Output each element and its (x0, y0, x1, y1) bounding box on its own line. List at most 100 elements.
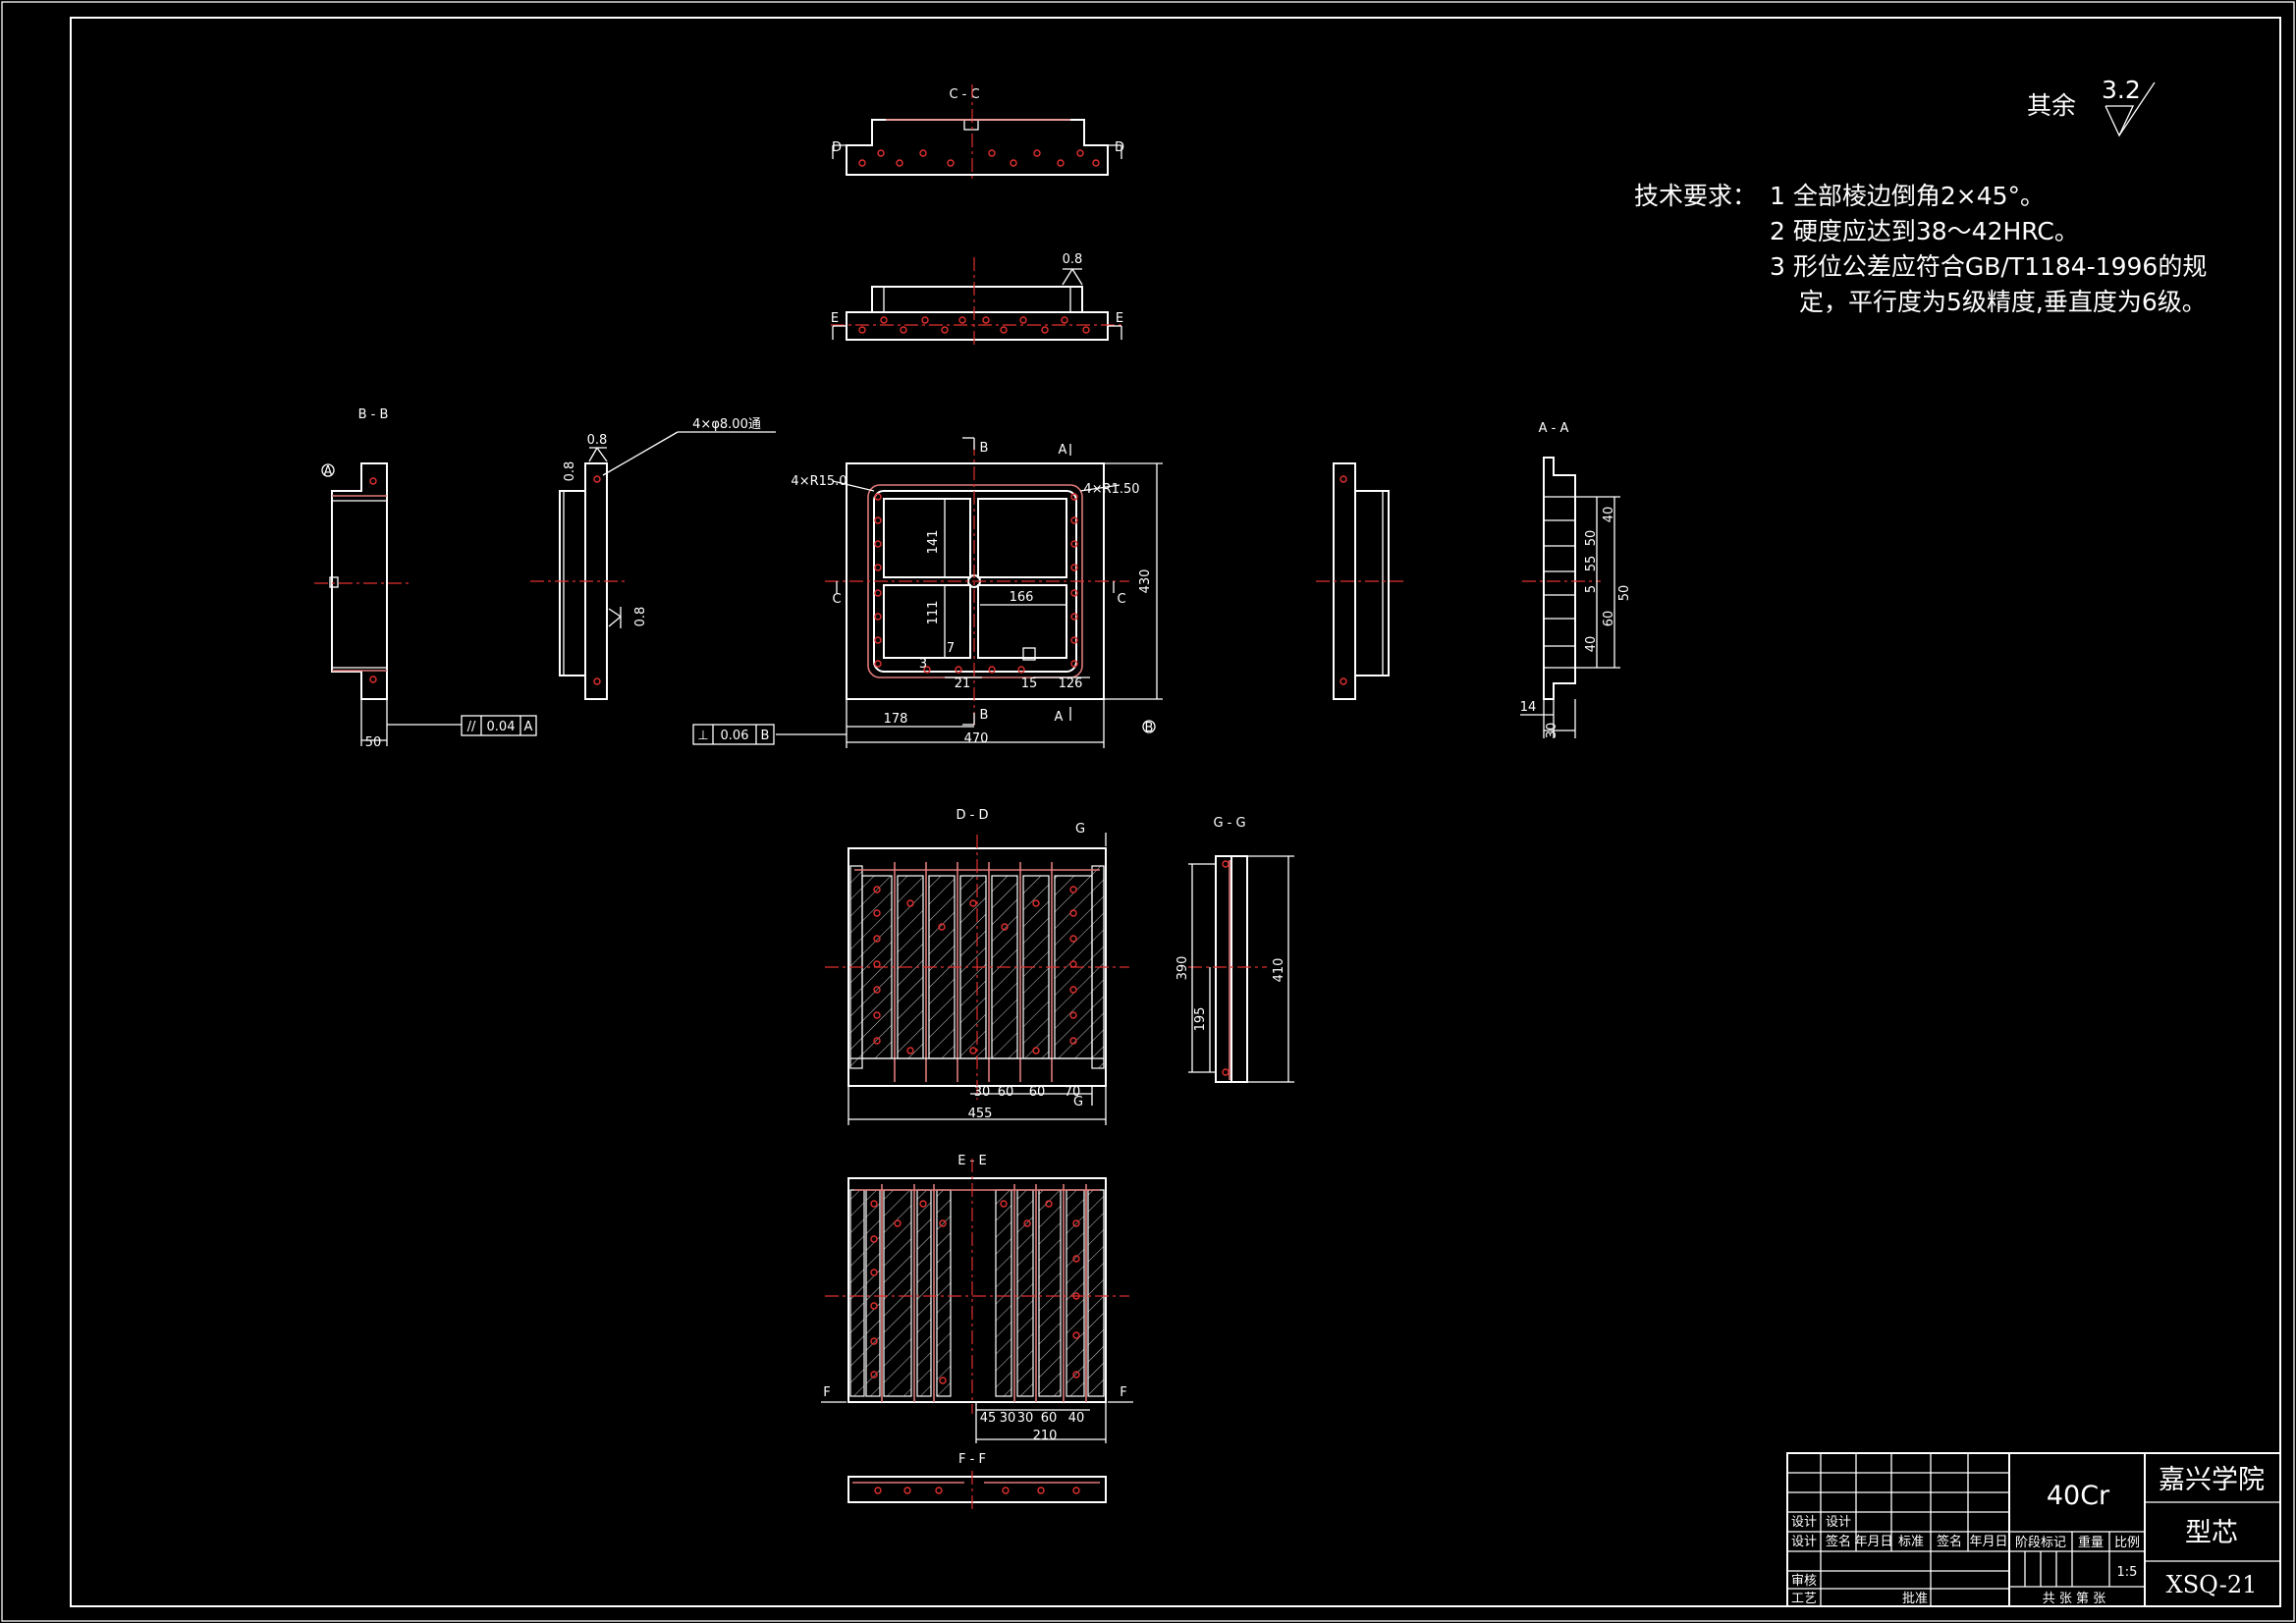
tb-col-sign-2: 签名 (1937, 1534, 1962, 1549)
ee-dim-45: 45 (980, 1411, 997, 1426)
tb-design-1: 设计 (1791, 1515, 1817, 1530)
f-letter-left: F (823, 1385, 830, 1400)
section-gg-label: G - G (1213, 816, 1245, 831)
dim-141: 141 (926, 530, 941, 555)
tb-ratio: 比例 (2114, 1536, 2140, 1550)
perpendicularity-frame (692, 724, 775, 745)
roughness-side-left: 0.8 (563, 461, 577, 482)
top-plate-view: E E 0.8 (831, 252, 1123, 346)
dd-dim-60a: 60 (998, 1085, 1014, 1100)
tb-col-standard: 标准 (1898, 1535, 1924, 1549)
tb-part-name: 型芯 (2185, 1518, 2238, 1548)
requirement-2: 2 硬度应达到38～42HRC。 (1770, 217, 2079, 245)
section-aa-label: A - A (1539, 421, 1569, 436)
tb-col-design: 设计 (1791, 1535, 1817, 1549)
c-letter-right: C (1117, 592, 1125, 607)
tb-weight: 重量 (2078, 1535, 2104, 1550)
dim-470: 470 (964, 731, 989, 746)
parallelism-datum: A (524, 720, 533, 734)
ee-dim-40: 40 (1068, 1411, 1085, 1426)
section-ee-view: E - E F F 45 30 3 (821, 1154, 1133, 1443)
dim-15: 15 (1021, 676, 1038, 691)
tb-stage-mark: 阶段标记 (2015, 1536, 2066, 1550)
dd-dim-455: 455 (968, 1107, 993, 1121)
requirements-heading: 技术要求： (1634, 182, 1757, 210)
tb-material: 40Cr (2047, 1481, 2110, 1511)
ee-dim-210: 210 (1033, 1429, 1058, 1443)
f-letter-right: F (1120, 1385, 1126, 1400)
aa-dim-5: 5 (1584, 585, 1599, 593)
cc-profile (846, 119, 1109, 176)
title-block: 设计 设计 设计 签名 年月日 标准 签名 年月日 审核 工艺 批准 40Cr … (1786, 1452, 2281, 1607)
main-plan-view: B B A A C C 4×R15.0 4×R1.50 141 111 166 … (692, 437, 1163, 748)
dd-dim-60b: 60 (1029, 1085, 1046, 1100)
tb-scale: 1:5 (2117, 1565, 2138, 1580)
c-letter-left: C (832, 592, 841, 607)
tb-review: 审核 (1791, 1574, 1817, 1589)
section-dd-label: D - D (957, 808, 989, 823)
cc-letter-right: D (1115, 140, 1124, 155)
parallelism-value: 0.04 (487, 720, 516, 734)
inner-frame (70, 17, 2281, 1607)
perpendicularity-datum: B (761, 729, 770, 743)
tb-sheets: 共 张 第 张 (2043, 1592, 2105, 1606)
bb-profile (331, 462, 388, 700)
section-bb-view: B - B A 50 // 0.04 A (314, 407, 537, 750)
right-side-view (1316, 462, 1406, 700)
ee-dim-60: 60 (1041, 1411, 1058, 1426)
section-dd-view: D - D G G 30 60 (825, 808, 1129, 1125)
tb-craft: 工艺 (1791, 1592, 1817, 1606)
aa-dim-55: 55 (1584, 556, 1599, 572)
g-letter-top: G (1075, 822, 1085, 837)
callout-r15: 4×R15.0 (791, 474, 847, 489)
dim-126: 126 (1059, 676, 1083, 691)
tb-col-sign-1: 签名 (1826, 1534, 1851, 1549)
section-ff-label: F - F (958, 1452, 986, 1467)
dim-430: 430 (1138, 569, 1153, 594)
e-letter-right: E (1116, 311, 1123, 326)
cc-letter-left: D (832, 140, 842, 155)
gg-dim-410: 410 (1272, 958, 1286, 983)
dim-3: 3 (919, 657, 927, 672)
datum-b-bubble: B (1145, 721, 1154, 735)
aa-dim-50-right: 50 (1617, 585, 1632, 602)
aa-dim-40-bottom: 40 (1584, 636, 1599, 653)
roughness-side-right: 0.8 (633, 607, 648, 627)
g-letter-bottom: G (1073, 1095, 1083, 1109)
section-ff-view: F - F (847, 1452, 1107, 1512)
section-cc-view: C - C D D (832, 84, 1124, 181)
perpendicularity-symbol: ⊥ (697, 729, 708, 743)
left-side-view: 0.8 0.8 0.8 4×φ8.00通 (530, 417, 776, 700)
b-letter-bottom: B (980, 708, 989, 723)
tb-drawing-number: XSQ-21 (2166, 1571, 2258, 1598)
dim-166: 166 (1010, 590, 1034, 605)
aa-dim-30: 30 (1545, 723, 1559, 739)
dd-dim-30: 30 (974, 1085, 991, 1100)
section-cc-label: C - C (949, 87, 979, 102)
a-letter-top: A (1059, 443, 1067, 458)
aa-dim-50: 50 (1584, 530, 1599, 547)
roughness-label: 其余 (2027, 91, 2076, 120)
section-aa-view: A - A 40 50 55 5 50 60 40 14 30 (1520, 421, 1632, 738)
dim-111: 111 (926, 601, 941, 625)
tb-approve: 批准 (1902, 1592, 1928, 1606)
datum-a-bubble: A (324, 464, 333, 479)
parallelism-symbol: // (467, 720, 476, 734)
aa-profile (1543, 457, 1576, 700)
perpendicularity-value: 0.06 (721, 729, 749, 743)
aa-dim-60: 60 (1602, 611, 1616, 627)
bb-dim-50: 50 (365, 735, 382, 750)
roughness-note: 其余 3.2 (2027, 76, 2156, 137)
dim-178: 178 (884, 712, 908, 727)
callout-holes: 4×φ8.00通 (692, 417, 761, 432)
section-gg-view: G - G 410 390 195 (1175, 816, 1294, 1083)
technical-requirements: 技术要求： 1 全部棱边倒角2×45°。 2 硬度应达到38～42HRC。 3 … (1634, 182, 2207, 316)
roughness-value: 3.2 (2102, 76, 2141, 104)
gg-dim-195: 195 (1193, 1007, 1208, 1032)
callout-r150: 4×R1.50 (1083, 482, 1139, 497)
dim-7: 7 (947, 641, 955, 656)
ff-profile (847, 1476, 1107, 1503)
dd-dim-70: 70 (1065, 1085, 1081, 1100)
